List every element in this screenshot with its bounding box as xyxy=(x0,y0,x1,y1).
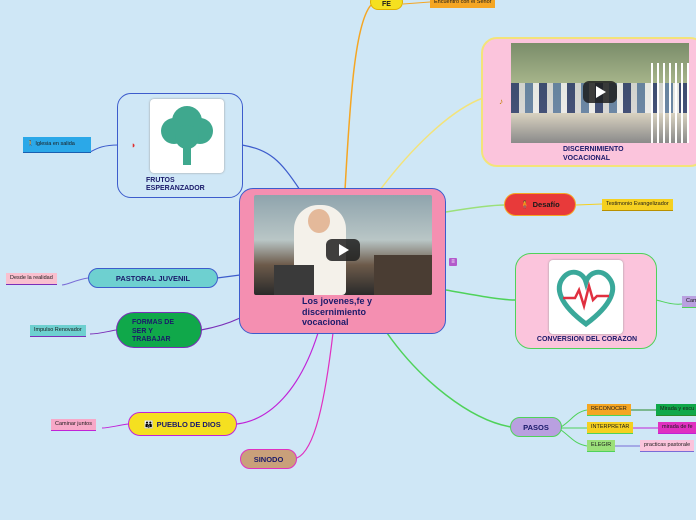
leaf-elegir[interactable]: ELEGIR xyxy=(587,440,616,452)
leaf-caminar-juntos[interactable]: Caminar juntos xyxy=(51,419,96,431)
tree-icon xyxy=(150,99,224,173)
walker-icon: 🚶 xyxy=(27,141,34,147)
node-conversion[interactable]: CONVERSION DEL CORAZON xyxy=(515,253,657,349)
node-fe[interactable]: FE xyxy=(370,0,403,10)
node-frutos[interactable]: ◗ FRUTOS ESPERANZADOR xyxy=(117,93,243,198)
pueblo-label: PUEBLO DE DIOS xyxy=(156,419,221,429)
leaf-practicas-pastorales[interactable]: practicas pastorale xyxy=(640,440,695,452)
play-icon-2[interactable] xyxy=(583,81,617,103)
leaf-interpretar[interactable]: INTERPRETAR xyxy=(587,422,634,434)
pasos-label: PASOS xyxy=(523,422,549,432)
node-pueblo-de-dios[interactable]: 👪 PUEBLO DE DIOS xyxy=(128,412,237,436)
node-discernimiento[interactable]: ♪ DISCERNIMIENTO VOCACIONAL xyxy=(481,37,696,167)
central-topic[interactable]: Los jovenes,fe y discernimiento vocacion… xyxy=(239,188,446,334)
sinodo-label: SINODO xyxy=(253,454,284,464)
play-icon[interactable] xyxy=(326,239,360,261)
leaf-reconocer[interactable]: RECONOCER xyxy=(587,404,631,416)
leaf-mirada-de-fe[interactable]: mirada de fe xyxy=(658,422,696,434)
leaf-impulso-renovador[interactable]: Impulso Renovador xyxy=(30,325,86,337)
formas-label: FORMAS DE SER Y TRABAJAR xyxy=(132,319,174,343)
leaf-mirada-escucha[interactable]: Mirada y escu xyxy=(656,404,696,416)
iglesia-label: Iglesia en salida xyxy=(35,141,75,147)
watermelon-icon: ◗ xyxy=(131,140,137,150)
node-sinodo[interactable]: SINODO xyxy=(240,449,297,469)
central-title: Los jovenes,fe y discernimiento vocacion… xyxy=(302,296,373,327)
leaf-desde-la-realidad[interactable]: Desde la realidad xyxy=(6,273,57,285)
discernimiento-label: DISCERNIMIENTO VOCACIONAL xyxy=(563,146,624,162)
frutos-label: FRUTOS ESPERANZADOR xyxy=(146,177,205,192)
family-icon: 👪 xyxy=(144,419,154,429)
central-video[interactable] xyxy=(254,195,432,295)
leaf-iglesia-en-salida[interactable]: 🚶 Iglesia en salida xyxy=(23,137,91,153)
notes-icon[interactable]: ≡ xyxy=(449,258,457,266)
leaf-cam[interactable]: Cam xyxy=(682,296,696,308)
node-pasos[interactable]: PASOS xyxy=(510,417,562,437)
heart-icon xyxy=(549,260,623,334)
fe-label: FE xyxy=(382,0,391,8)
node-desafio[interactable]: 🧍 Testimonio Evangelizador Desafío xyxy=(504,193,576,216)
leaf-encuentro[interactable]: Encuentro con el Señor xyxy=(430,0,496,8)
note-icon: ♪ xyxy=(499,97,503,106)
pastoral-label: PASTORAL JUVENIL xyxy=(115,273,191,283)
node-formas[interactable]: FORMAS DE SER Y TRABAJAR xyxy=(116,312,202,348)
leaf-testimonio[interactable]: Testimonio Evangelizador xyxy=(602,199,673,211)
desafio-title: Desafío xyxy=(532,200,560,209)
person-icon: 🧍 xyxy=(520,200,530,209)
conversion-label: CONVERSION DEL CORAZON xyxy=(536,336,638,343)
discernimiento-video[interactable] xyxy=(511,43,689,143)
node-pastoral-juvenil[interactable]: PASTORAL JUVENIL xyxy=(88,268,218,288)
